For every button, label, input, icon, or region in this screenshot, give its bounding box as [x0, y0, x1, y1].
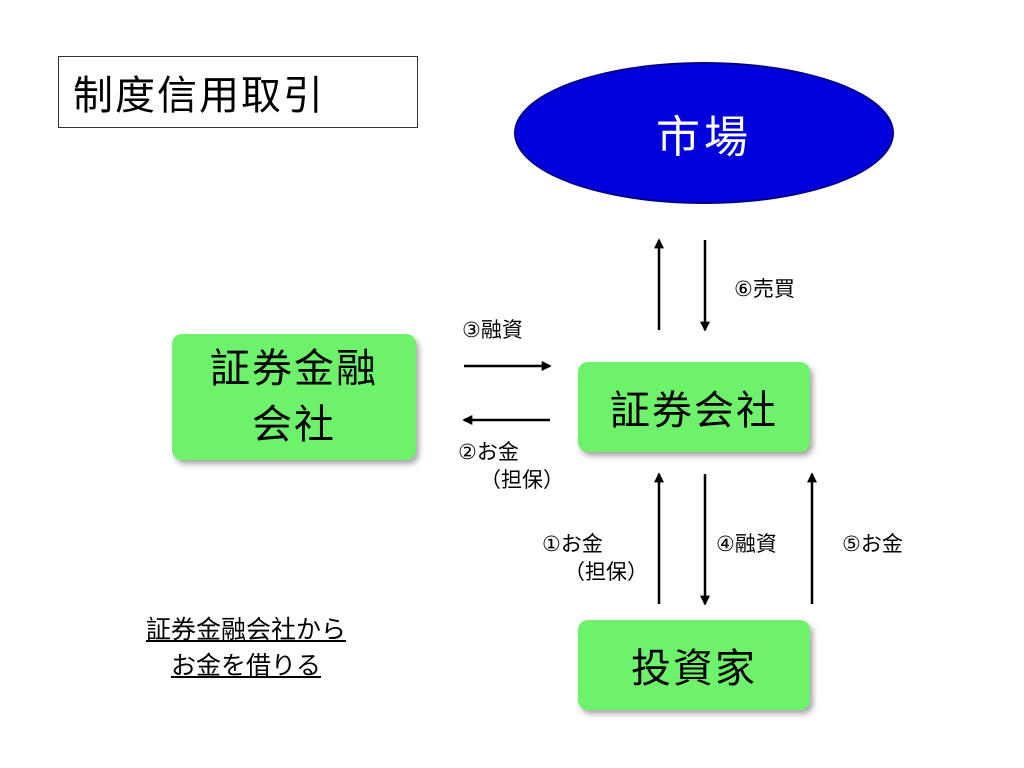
- explanatory-note: 証券金融会社から お金を借りる: [96, 612, 396, 684]
- flow-label-step1: ①お金 （担保）: [542, 530, 648, 586]
- flow-label-step6: ⑥売買: [734, 277, 795, 301]
- flow-label-step2-main: ②お金: [458, 440, 519, 464]
- flow-label-step1-main: ①お金: [542, 532, 603, 556]
- flow-label-step5: ⑤お金: [842, 532, 903, 556]
- finance-company-node: 証券金融 会社: [172, 334, 416, 460]
- explanatory-note-line2: お金を借りる: [170, 651, 321, 680]
- finance-company-label-line2: 会社: [252, 402, 336, 448]
- flow-label-step4: ④融資: [716, 532, 777, 556]
- finance-company-label-line1: 証券金融: [210, 346, 378, 392]
- broker-label: 証券会社: [610, 388, 778, 434]
- diagram-title-text: 制度信用取引: [73, 73, 325, 119]
- explanatory-note-line1: 証券金融会社から: [145, 615, 346, 644]
- market-node: 市場: [514, 62, 894, 204]
- broker-node: 証券会社: [578, 362, 810, 452]
- flow-label-step1-sub: （担保）: [564, 560, 648, 584]
- flow-label-step2-sub: （担保）: [480, 468, 564, 492]
- investor-label: 投資家: [631, 646, 757, 692]
- flow-label-step3: ③融資: [462, 318, 523, 342]
- flow-label-step2: ②お金 （担保）: [458, 438, 564, 494]
- market-label: 市場: [656, 112, 752, 163]
- investor-node: 投資家: [578, 620, 810, 710]
- diagram-title: 制度信用取引: [58, 56, 418, 128]
